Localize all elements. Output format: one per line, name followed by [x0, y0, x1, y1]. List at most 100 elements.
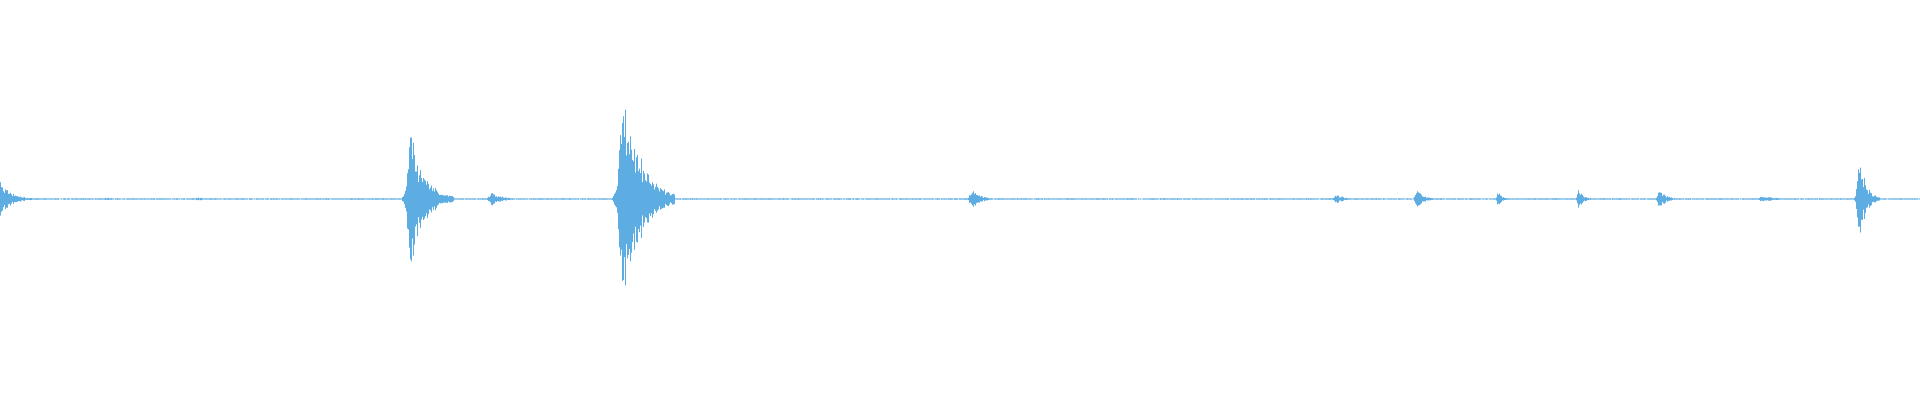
- waveform-sample-bar: [1226, 198, 1227, 200]
- waveform-sample-bar: [1683, 198, 1684, 200]
- waveform-sample-bar: [1323, 198, 1324, 200]
- waveform-sample-bar: [1188, 198, 1189, 200]
- waveform-sample-bar: [571, 198, 572, 200]
- waveform-sample-bar: [1586, 197, 1587, 201]
- waveform-sample-bar: [806, 198, 807, 200]
- waveform-sample-bar: [1881, 198, 1882, 200]
- waveform-sample-bar: [1916, 198, 1917, 200]
- waveform-sample-bar: [1860, 167, 1861, 233]
- waveform-sample-bar: [1769, 197, 1770, 201]
- waveform-sample-bar: [1317, 198, 1318, 200]
- waveform-sample-bar: [1351, 198, 1352, 200]
- waveform-sample-bar: [383, 198, 384, 200]
- waveform-sample-bar: [1708, 198, 1709, 200]
- waveform-sample-bar: [709, 198, 710, 200]
- waveform-sample-bar: [866, 198, 867, 200]
- waveform-sample-bar: [1203, 198, 1204, 200]
- waveform-sample-bar: [620, 135, 621, 256]
- waveform-sample-bar: [1655, 198, 1656, 200]
- waveform-sample-bar: [1908, 198, 1909, 200]
- waveform-sample-bar: [1318, 198, 1319, 200]
- waveform-sample-bar: [100, 198, 101, 200]
- waveform-sample-bar: [1883, 198, 1884, 200]
- waveform-sample-bar: [1092, 198, 1093, 200]
- waveform-sample-bar: [1211, 198, 1212, 200]
- waveform-sample-bar: [804, 198, 805, 200]
- waveform-sample-bar: [1044, 198, 1045, 200]
- waveform-sample-bar: [730, 198, 731, 200]
- waveform-sample-bar: [377, 198, 378, 200]
- waveform-sample-bar: [1241, 198, 1242, 200]
- waveform-sample-bar: [417, 165, 418, 237]
- waveform-sample-bar: [1051, 198, 1052, 200]
- waveform-sample-bar: [1653, 198, 1654, 200]
- waveform-sample-bar: [762, 198, 763, 200]
- waveform-sample-bar: [895, 198, 896, 200]
- waveform-sample-bar: [277, 198, 278, 200]
- waveform-sample-bar: [1533, 198, 1534, 200]
- waveform-sample-bar: [877, 198, 878, 200]
- waveform-sample-bar: [391, 198, 392, 200]
- waveform-sample-bar: [214, 198, 215, 200]
- waveform-sample-bar: [600, 198, 601, 200]
- waveform-sample-bar: [28, 198, 29, 200]
- waveform-sample-bar: [213, 198, 214, 200]
- waveform-sample-bar: [405, 190, 406, 209]
- waveform-sample-bar: [1292, 198, 1293, 200]
- waveform-sample-bar: [1636, 198, 1637, 200]
- waveform-sample-bar: [1343, 197, 1344, 201]
- waveform-sample-bar: [918, 198, 919, 200]
- waveform-sample-bar: [475, 198, 476, 200]
- waveform-sample-bar: [1019, 198, 1020, 200]
- waveform-sample-bar: [1200, 198, 1201, 200]
- waveform-sample-bar: [162, 198, 163, 200]
- waveform-sample-bar: [423, 177, 424, 221]
- waveform-sample-bar: [659, 191, 660, 207]
- waveform-sample-bar: [1275, 198, 1276, 200]
- waveform-sample-bar: [872, 198, 873, 200]
- waveform-sample-bar: [697, 198, 698, 200]
- waveform-sample-bar: [1562, 198, 1563, 200]
- waveform-sample-bar: [1483, 198, 1484, 200]
- waveform-sample-bar: [1685, 198, 1686, 200]
- waveform-sample-bar: [837, 198, 838, 200]
- waveform-sample-bar: [1291, 198, 1292, 200]
- waveform-sample-bar: [1042, 198, 1043, 200]
- waveform-sample-bar: [54, 198, 55, 200]
- waveform-sample-bar: [1752, 198, 1753, 200]
- waveform-sample-bar: [106, 198, 107, 200]
- waveform-sample-bar: [1486, 198, 1487, 200]
- waveform-sample-bar: [755, 198, 756, 200]
- waveform-sample-bar: [798, 198, 799, 200]
- waveform-sample-bar: [1511, 198, 1512, 200]
- waveform-sample-bar: [128, 198, 129, 200]
- waveform-sample-bar: [581, 198, 582, 200]
- waveform-sample-bar: [763, 198, 764, 200]
- waveform-sample-bar: [959, 198, 960, 200]
- waveform-sample-bar: [1192, 198, 1193, 200]
- waveform-sample-bar: [736, 198, 737, 200]
- waveform-sample-bar: [653, 184, 654, 215]
- waveform-sample-bar: [5, 189, 6, 210]
- waveform-sample-bar: [327, 198, 328, 200]
- waveform-sample-bar: [635, 172, 636, 227]
- waveform-sample-bar: [282, 198, 283, 200]
- waveform-sample-bar: [1521, 198, 1522, 200]
- waveform-sample-bar: [1419, 193, 1420, 206]
- waveform-sample-bar: [559, 198, 560, 200]
- waveform-sample-bar: [1250, 198, 1251, 200]
- waveform-sample-bar: [1254, 198, 1255, 200]
- waveform-sample-bar: [1001, 198, 1002, 200]
- waveform-sample-bar: [1337, 195, 1338, 203]
- waveform-sample-bar: [783, 198, 784, 200]
- waveform-sample-bar: [223, 198, 224, 200]
- waveform-sample-bar: [893, 198, 894, 200]
- waveform-sample-bar: [79, 198, 80, 200]
- waveform-sample-bar: [654, 189, 655, 210]
- waveform-sample-bar: [1462, 198, 1463, 200]
- waveform-sample-bar: [884, 198, 885, 200]
- waveform-sample-bar: [1793, 198, 1794, 200]
- waveform-sample-bar: [285, 198, 286, 200]
- waveform-sample-bar: [1676, 198, 1677, 200]
